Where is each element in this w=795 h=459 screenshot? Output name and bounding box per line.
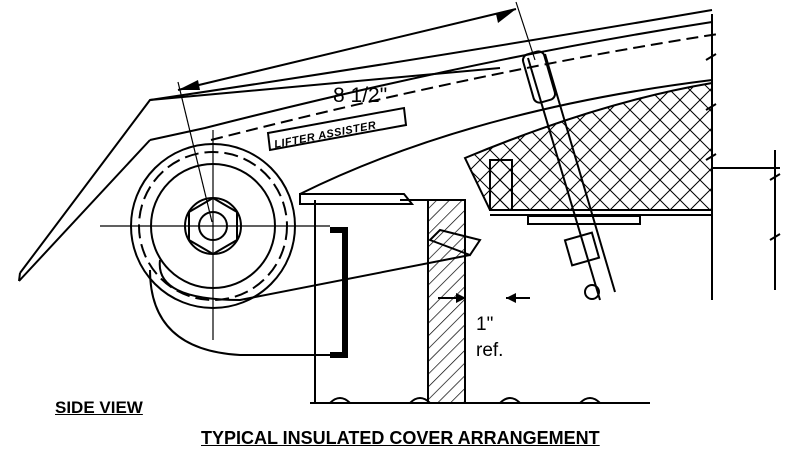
break-lines (310, 14, 781, 404)
lifter-assister-plate: LIFTER ASSISTER (266, 106, 408, 152)
dimension-label: 8 1/2" (333, 84, 387, 107)
gap-label-ref: ref. (476, 340, 503, 361)
dimension-line (177, 1, 536, 223)
bracket (330, 227, 348, 358)
cover-lid (18, 9, 719, 282)
insulation-block (463, 81, 713, 225)
plate-label: LIFTER ASSISTER (273, 119, 377, 151)
hinge-cylinder (100, 130, 482, 356)
fastener-bolt (521, 50, 616, 301)
side-view-caption: SIDE VIEW (55, 398, 143, 417)
gap-dimension (438, 293, 530, 303)
drawing-title: TYPICAL INSULATED COVER ARRANGEMENT (201, 428, 600, 448)
gap-label-value: 1" (476, 314, 493, 335)
